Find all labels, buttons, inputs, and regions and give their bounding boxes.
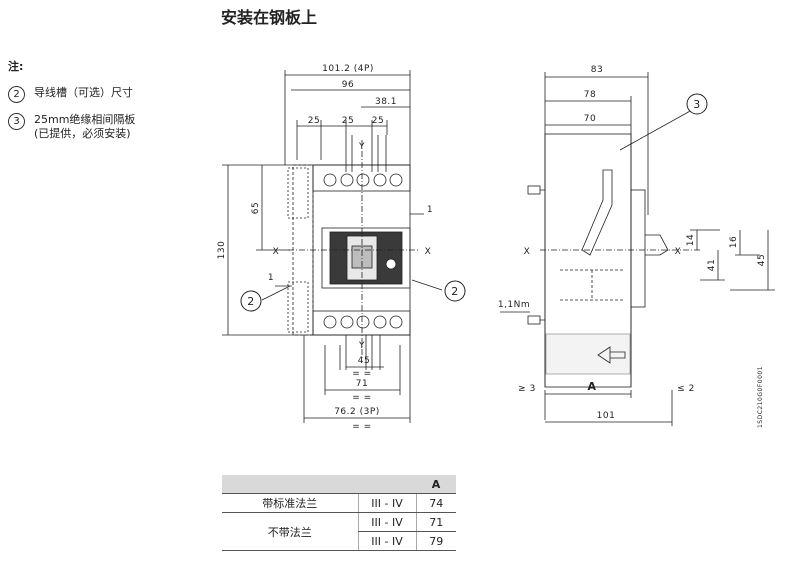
dimension-label: 38.1 bbox=[375, 97, 397, 107]
callout-number: 2 bbox=[247, 295, 255, 308]
dimension-label: ≥ 3 bbox=[518, 384, 536, 394]
callout-circle bbox=[240, 290, 262, 312]
symmetry-mark: = = bbox=[352, 369, 371, 379]
table-header-cell bbox=[358, 475, 416, 494]
dimension-label: 41 bbox=[707, 259, 717, 271]
table-row: 不带法兰 III - IV 71 bbox=[222, 512, 456, 551]
callout-circle bbox=[686, 93, 708, 115]
dimension-label: 76.2 (3P) bbox=[334, 407, 380, 417]
callout-number: 2 bbox=[451, 285, 459, 298]
dimension-label: 96 bbox=[342, 80, 354, 90]
dimension-label: A bbox=[587, 380, 596, 393]
notes-panel: 注: 2 导线槽（可选）尺寸 3 25mm绝缘相间隔板 (已提供，必须安装) bbox=[8, 58, 135, 151]
table-cell-value: 79 bbox=[415, 531, 456, 551]
dimension-label: 78 bbox=[584, 90, 596, 100]
table-header-cell bbox=[222, 475, 358, 494]
dimension-label: 45 bbox=[757, 254, 767, 266]
table-cell-value: 71 bbox=[415, 512, 456, 532]
table-cell-range: III - IV bbox=[357, 512, 416, 532]
dimension-table: A 带标准法兰 III - IV 74 不带法兰 III - IV 71 III… bbox=[222, 475, 456, 551]
table-cell-range: III - IV bbox=[357, 493, 416, 513]
dimension-label: 101 bbox=[597, 411, 616, 421]
note-text: 25mm绝缘相间隔板 bbox=[34, 113, 136, 126]
note-text: (已提供，必须安装) bbox=[34, 127, 131, 140]
symmetry-mark: = = bbox=[352, 393, 371, 403]
axis-label: X bbox=[273, 247, 280, 257]
dimension-label: 65 bbox=[251, 202, 261, 214]
dimension-label: 45 bbox=[358, 356, 370, 366]
dimension-label: 16 bbox=[729, 236, 739, 248]
table-cell-label: 不带法兰 bbox=[222, 512, 358, 551]
axis-label: Y bbox=[358, 142, 365, 152]
dimension-label: 25 bbox=[308, 116, 320, 126]
dimension-label: 25 bbox=[372, 116, 384, 126]
page-title: 安装在钢板上 bbox=[221, 8, 318, 27]
dimension-label: 101.2 (4P) bbox=[322, 64, 374, 74]
table-row: 带标准法兰 III - IV 74 bbox=[222, 493, 456, 513]
reference-code: 1SDC210G0F0001 bbox=[757, 366, 764, 428]
table-cell-value: 74 bbox=[415, 493, 456, 513]
dimension-label: ≤ 2 bbox=[677, 384, 695, 394]
axis-label: X bbox=[524, 247, 531, 257]
axis-label: Y bbox=[358, 341, 365, 351]
note-item: 2 导线槽（可选）尺寸 bbox=[8, 86, 135, 103]
note-number-badge: 3 bbox=[8, 113, 25, 130]
table-header-cell: A bbox=[416, 475, 456, 494]
table-header-row: A bbox=[222, 475, 456, 494]
dimension-label: 1 bbox=[268, 273, 274, 283]
callout-circle bbox=[444, 280, 466, 302]
dimension-label: 130 bbox=[217, 241, 227, 260]
dimension-label: 1,1Nm bbox=[498, 300, 530, 310]
callout-number: 3 bbox=[693, 98, 701, 111]
dimension-label: 83 bbox=[591, 65, 603, 75]
note-text: 导线槽（可选）尺寸 bbox=[34, 86, 133, 99]
symmetry-mark: = = bbox=[352, 422, 371, 432]
axis-label: X bbox=[675, 247, 682, 257]
table-row: III - IV 79 bbox=[222, 531, 456, 551]
note-item: 3 25mm绝缘相间隔板 (已提供，必须安装) bbox=[8, 113, 135, 141]
dimension-label: 71 bbox=[356, 379, 368, 389]
axis-label: X bbox=[425, 247, 432, 257]
table-cell-range: III - IV bbox=[357, 531, 416, 551]
notes-heading: 注: bbox=[8, 60, 24, 73]
table-cell-label: 带标准法兰 bbox=[222, 493, 358, 513]
note-number-badge: 2 bbox=[8, 86, 25, 103]
dimension-label: 70 bbox=[584, 114, 596, 124]
dimension-label: 14 bbox=[686, 234, 696, 246]
side-view-drawing bbox=[500, 72, 775, 426]
dimension-label: 25 bbox=[342, 116, 354, 126]
dimension-label: 1 bbox=[427, 205, 433, 215]
front-view-drawing bbox=[222, 70, 443, 423]
